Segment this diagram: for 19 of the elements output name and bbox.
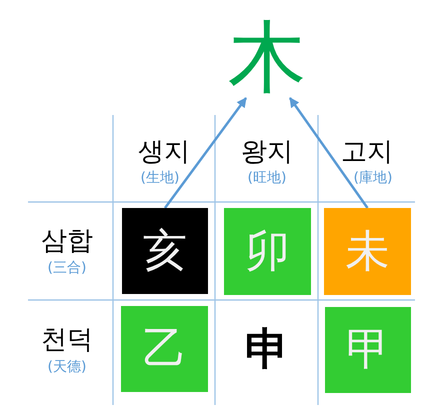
character-tile: 乙 <box>121 306 208 392</box>
chinese-character: 申 <box>230 315 304 385</box>
arrow <box>288 97 369 209</box>
character-tile: 卯 <box>224 208 311 295</box>
column-header: 왕지 <box>241 138 293 166</box>
hanja-annotation: (三合) <box>48 260 86 276</box>
arrow <box>164 97 247 209</box>
column-header: 고지 <box>341 138 393 166</box>
row-header: 천덕 <box>41 326 93 354</box>
character-tile: 亥 <box>122 208 208 294</box>
character-tile: 未 <box>324 208 411 295</box>
hanja-annotation: (旺地) <box>248 170 286 186</box>
chinese-character: 木 <box>227 15 307 100</box>
hanja-annotation: (庫地) <box>354 170 392 186</box>
row-header: 삼합 <box>41 226 93 256</box>
character-tile: 甲 <box>325 307 411 393</box>
column-header: 생지 <box>138 138 190 166</box>
hanja-annotation: (天德) <box>48 360 86 375</box>
hanja-annotation: (生地) <box>140 170 180 186</box>
